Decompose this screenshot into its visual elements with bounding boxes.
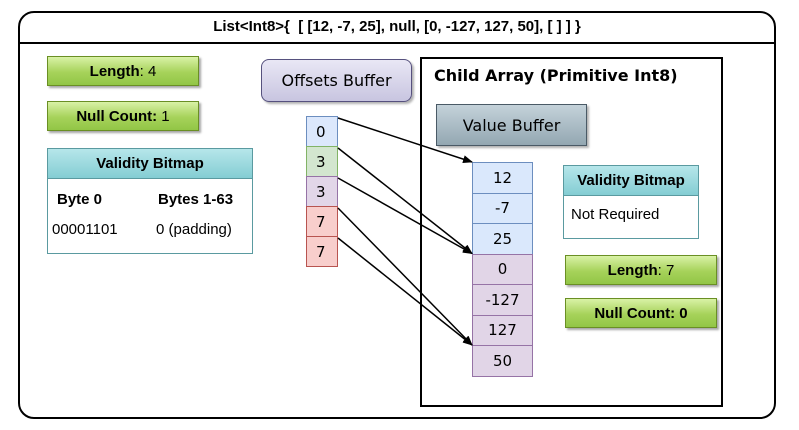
parent-null-count-value: 1 xyxy=(157,107,170,125)
value-cell: -127 xyxy=(472,284,533,316)
child-null-count-label: Null Count: 0 xyxy=(594,304,688,322)
diagram-title: List<Int8>{ [ [12, -7, 25], null, [0, -1… xyxy=(18,11,776,44)
parent-length-box: Length: 4 xyxy=(47,56,199,86)
value-cell: 50 xyxy=(472,345,533,377)
offset-arrow xyxy=(337,117,473,163)
child-validity-bitmap: Validity Bitmap xyxy=(563,165,699,239)
offset-arrow xyxy=(337,237,473,346)
bitmap-col2-value: 0 (padding) xyxy=(156,221,232,238)
offset-arrow xyxy=(337,177,473,255)
value-cell: 25 xyxy=(472,223,533,255)
child-validity-bitmap-header: Validity Bitmap xyxy=(564,166,698,196)
child-length-box: Length: 7 xyxy=(565,255,717,285)
offset-cell: 3 xyxy=(306,146,338,177)
child-validity-bitmap-value: Not Required xyxy=(571,206,660,223)
child-array-title: Child Array (Primitive Int8) xyxy=(434,66,678,85)
offset-cell: 7 xyxy=(306,206,338,237)
bitmap-col2-header: Bytes 1-63 xyxy=(158,191,234,208)
child-array-box xyxy=(420,57,723,407)
bitmap-col1-value: 00001101 xyxy=(52,221,118,238)
child-length-value: : 7 xyxy=(657,261,675,279)
parent-length-value: : 4 xyxy=(139,62,157,80)
child-length-label: Length xyxy=(607,261,658,279)
bitmap-col1-header: Byte 0 xyxy=(57,191,103,208)
child-null-count-box: Null Count: 0 xyxy=(565,298,717,328)
value-buffer-label: Value Buffer xyxy=(436,104,587,146)
parent-null-count-label: Null Count: xyxy=(76,107,158,125)
value-cell: -7 xyxy=(472,192,533,224)
parent-validity-bitmap-header: Validity Bitmap xyxy=(48,149,252,179)
offset-cell: 0 xyxy=(306,116,338,147)
value-cell: 12 xyxy=(472,162,533,194)
offset-arrow xyxy=(337,147,473,255)
parent-length-label: Length xyxy=(89,62,140,80)
value-cell: 127 xyxy=(472,314,533,346)
offset-arrow xyxy=(337,207,473,346)
offsets-buffer-label: Offsets Buffer xyxy=(261,59,412,102)
offset-cell: 7 xyxy=(306,236,338,267)
parent-validity-bitmap: Validity Bitmap xyxy=(47,148,253,254)
parent-null-count-box: Null Count: 1 xyxy=(47,101,199,131)
